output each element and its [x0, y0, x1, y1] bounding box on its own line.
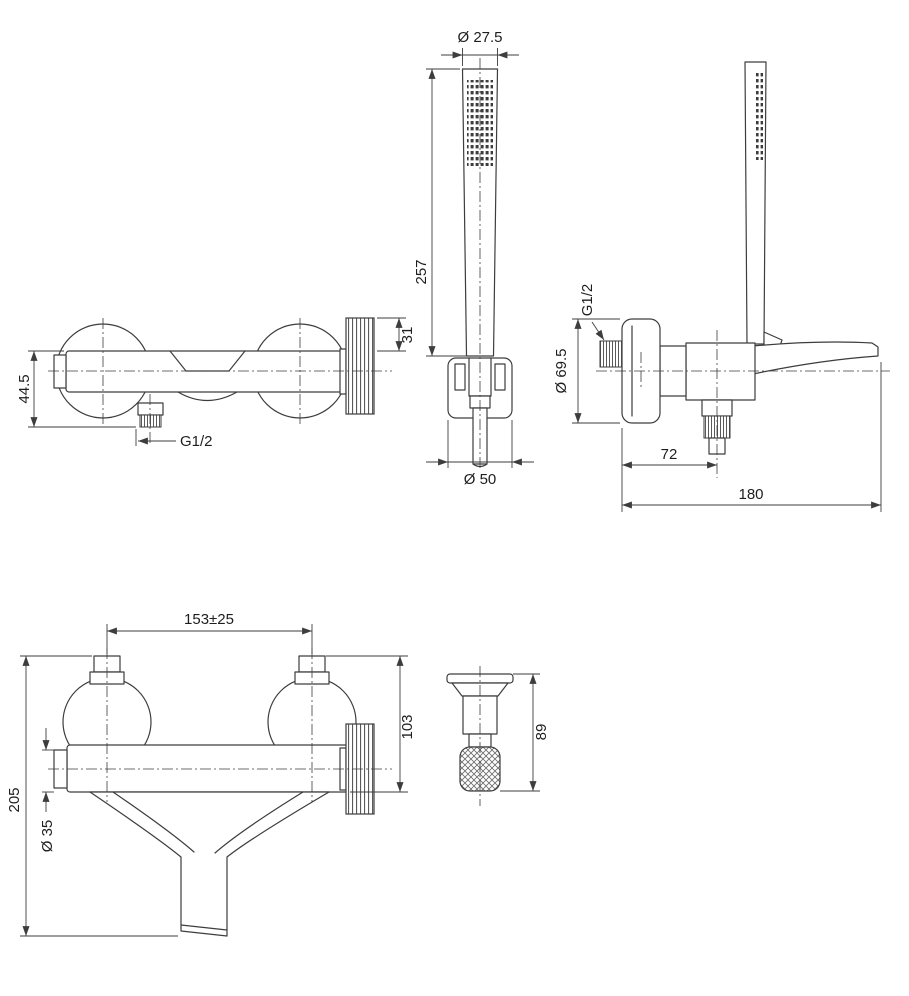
dimension-72: 72: [621, 428, 717, 512]
hose: [472, 407, 488, 465]
dim-label-44-5: 44.5: [16, 374, 33, 403]
view-mixer-spout-front: 153±25 205 103 Ø 35: [6, 611, 416, 937]
label-g12-outlet: G1/2: [180, 433, 213, 450]
mixer-body-side: [685, 342, 756, 401]
handle-stem: [339, 348, 347, 395]
dimension-d69-5: Ø 69.5: [553, 318, 620, 424]
dim-label-d69-5: Ø 69.5: [553, 348, 570, 393]
dim-label-d35: Ø 35: [39, 820, 56, 853]
spout-inner-left: [112, 791, 195, 853]
view-wall-union: 89: [446, 666, 550, 806]
dim-label-180: 180: [738, 486, 763, 503]
bracket-clip-left: [454, 363, 466, 391]
dimension-153: 153±25: [106, 611, 313, 654]
spout: [89, 791, 330, 937]
dimension-31: 31: [377, 317, 416, 352]
dimension-103: 103: [326, 655, 416, 793]
body-underside-arc: [177, 391, 238, 401]
dimension-180: 180: [622, 362, 882, 512]
dim-label-205: 205: [6, 787, 23, 812]
spray-face-side: [756, 72, 763, 160]
dim-label-153: 153±25: [184, 611, 234, 628]
dim-label-103: 103: [399, 714, 416, 739]
dimension-d27-5: Ø 27.5: [441, 29, 519, 66]
spout-lip: [180, 924, 228, 931]
view-handshower: Ø 27.5 257 Ø 50: [413, 29, 534, 488]
view-mixer-front: 44.5 31 G1/2: [16, 317, 416, 450]
spout-inner-right: [214, 791, 304, 854]
dimension-d35: Ø 35: [39, 728, 56, 852]
dim-label-89: 89: [533, 724, 550, 741]
bracket-clip-right: [494, 363, 506, 391]
dim-label-d50: Ø 50: [464, 471, 497, 488]
handle-knurled: [345, 317, 375, 415]
inlet-thread: [599, 340, 623, 368]
callout-g12-inlet: G1/2: [579, 284, 605, 341]
dim-label-d27-5: Ø 27.5: [457, 29, 502, 46]
dimension-257: 257: [413, 68, 466, 357]
dimension-205: 205: [6, 655, 178, 937]
outlet-stub: [137, 402, 164, 416]
spout-blade: [752, 341, 879, 375]
mixer-body-2: [66, 744, 349, 793]
body-end-cap: [53, 354, 67, 389]
outlet-thread: [139, 414, 162, 428]
dim-label-257: 257: [413, 259, 430, 284]
label-g12-inlet: G1/2: [579, 284, 596, 317]
dimension-89: 89: [500, 673, 550, 792]
dimension-d50: Ø 50: [426, 420, 534, 488]
dim-label-31: 31: [399, 327, 416, 344]
dimension-44-5: 44.5: [16, 350, 136, 428]
view-side: G1/2 Ø 69.5 72 180: [553, 61, 890, 512]
dim-label-72: 72: [661, 446, 678, 463]
callout-g12-outlet: G1/2: [135, 429, 213, 450]
